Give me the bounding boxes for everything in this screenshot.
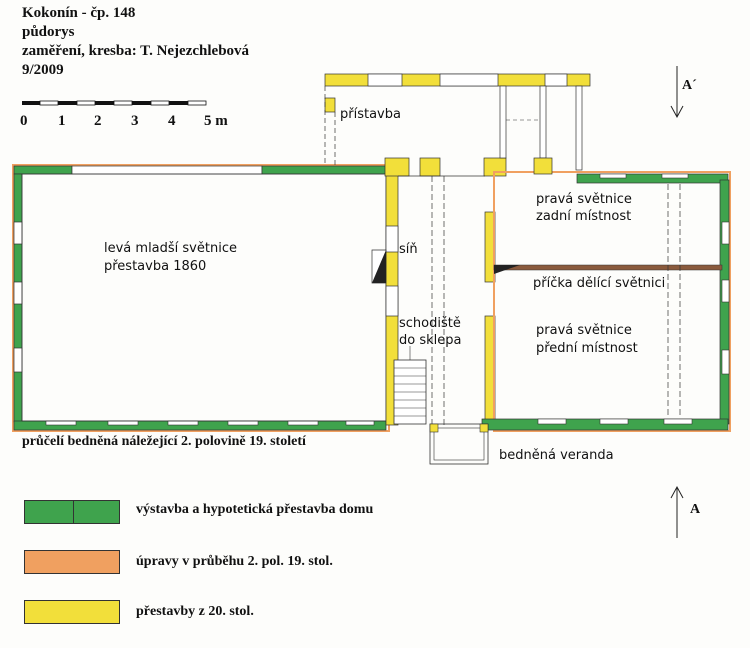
- label-schodiste-line1: schodiště: [399, 316, 461, 331]
- section-arrow-bottom: [670, 485, 684, 538]
- scale-tick-5: 5 m: [204, 113, 228, 129]
- left-room-walls: [12, 164, 390, 432]
- scale-bar: [22, 100, 207, 106]
- scale-tick-1: 1: [58, 113, 66, 129]
- label-veranda: bedněná veranda: [499, 448, 614, 463]
- veranda: [429, 423, 489, 465]
- plan-subtitle: půdorys: [22, 24, 75, 40]
- annex-walls: [324, 73, 591, 175]
- section-label-top: A´: [682, 78, 697, 93]
- scale-tick-0: 0: [20, 113, 28, 129]
- legend-label-yellow: přestavby z 20. stol.: [136, 604, 254, 619]
- label-pricka: příčka dělící světnici: [533, 276, 666, 291]
- label-schodiste-line2: do sklepa: [399, 333, 462, 348]
- legend-swatch-orange: [24, 550, 120, 574]
- plan-title: Kokonín - čp. 148: [22, 5, 136, 21]
- section-label-bottom: A: [690, 502, 701, 517]
- right-room-walls: [481, 171, 731, 432]
- legend-swatch-yellow: [24, 600, 120, 624]
- label-pristavba: přístavba: [340, 107, 401, 122]
- label-prava-predni-line2: přední místnost: [536, 341, 638, 356]
- label-prava-zadni-line2: zadní místnost: [536, 209, 632, 224]
- label-leva-line1: levá mladší světnice: [104, 241, 237, 256]
- plan-authors: zaměření, kresba: T. Nejezchlebová: [22, 43, 250, 59]
- scale-tick-2: 2: [94, 113, 102, 129]
- plan-date: 9/2009: [22, 62, 64, 78]
- scale-tick-3: 3: [131, 113, 139, 129]
- label-leva-line2: přestavba 1860: [104, 259, 207, 274]
- scale-tick-4: 4: [168, 113, 176, 129]
- legend-swatch-green: [24, 500, 120, 524]
- label-prava-predni-line1: pravá světnice: [536, 323, 632, 338]
- label-sin: síň: [399, 242, 418, 257]
- label-pruceli: průčelí bedněná náležející 2. polovině 1…: [22, 434, 306, 449]
- legend-label-orange: úpravy v průběhu 2. pol. 19. stol.: [136, 554, 333, 569]
- section-arrow-top: [670, 66, 684, 119]
- legend-label-green: výstavba a hypotetická přestavba domu: [136, 502, 374, 517]
- label-prava-zadni-line1: pravá světnice: [536, 192, 632, 207]
- hall-walls: [371, 157, 507, 426]
